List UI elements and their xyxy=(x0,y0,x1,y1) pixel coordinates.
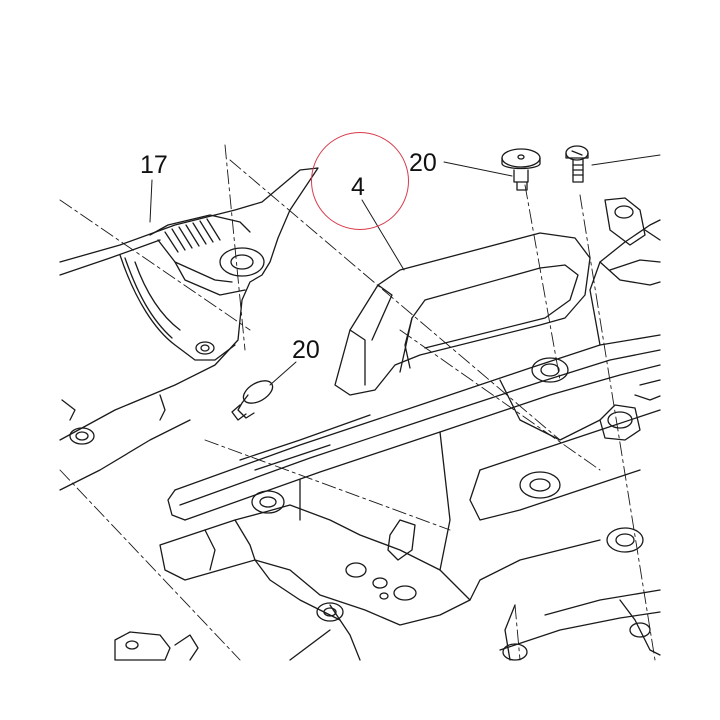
grab-handle-part-4 xyxy=(334,232,591,396)
flange-bolt-top-part-20 xyxy=(501,148,541,191)
highlight-circle xyxy=(311,132,409,230)
callout-4: 4 xyxy=(351,173,365,201)
callout-20-left: 20 xyxy=(292,336,320,364)
main-frame xyxy=(114,197,661,661)
screw-top-right xyxy=(565,145,589,183)
mounting-holes xyxy=(125,357,651,661)
left-frame-part-17 xyxy=(59,167,319,491)
callout-20-top: 20 xyxy=(409,149,437,177)
callout-17: 17 xyxy=(140,151,168,179)
flange-bolt-left-part-20 xyxy=(231,380,274,421)
